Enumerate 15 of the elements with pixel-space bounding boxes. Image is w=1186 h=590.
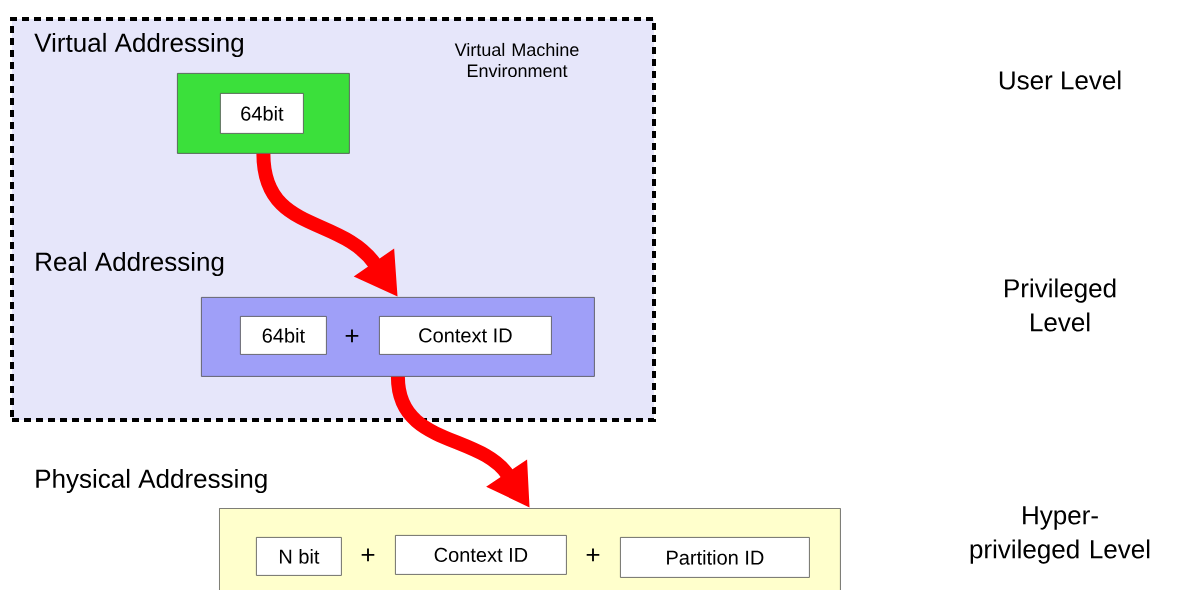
field-box: Context ID (379, 316, 552, 355)
label-text: Hyper-privileged Level (970, 506, 1150, 564)
label-text: + (361, 548, 375, 562)
label-text: Real Addressing (36, 251, 224, 277)
label-text: Physical Addressing (36, 468, 267, 494)
label-text: User Level (999, 70, 1121, 90)
field-box: 64bit (220, 93, 304, 134)
field-box: Context ID (395, 535, 567, 575)
label-text: Virtual Addressing (34, 32, 243, 58)
field-box: N bit (256, 537, 342, 576)
label-text: + (586, 548, 600, 562)
label-text: Privileged Level (1005, 278, 1116, 332)
field-box: 64bit (240, 316, 327, 355)
field-box: Partition ID (620, 537, 810, 578)
label-text: + (345, 329, 359, 343)
